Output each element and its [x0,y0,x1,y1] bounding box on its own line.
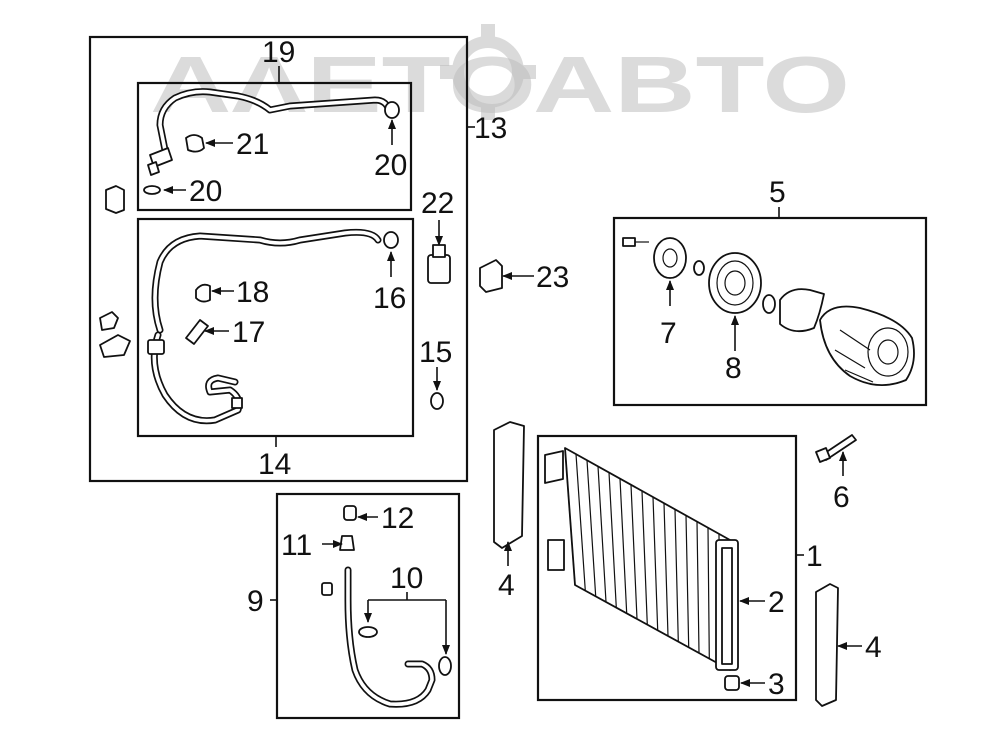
bolt-icon [815,434,857,463]
suction-hose-box [136,81,413,212]
callout-23: 23 [536,261,569,294]
callout-6: 6 [833,481,850,514]
watermark-text: ΑΛΕΤΟΑΒΤΟ [150,40,850,129]
callout-19: 19 [262,36,295,69]
liquid-hose-box [275,492,461,720]
callout-4-right: 4 [865,631,882,664]
callout-21: 21 [236,128,269,161]
callout-9: 9 [247,585,264,618]
pressure-sensor-icon [185,319,209,345]
watermark: ΑΛΕΤΟΑΒΤΟ [150,24,850,129]
o-ring-icon [358,626,378,638]
compressor-body-icon [819,305,915,386]
cap-icon [343,505,357,521]
callout-11: 11 [281,529,312,562]
callout-12: 12 [381,502,414,535]
clip-icon [479,259,503,293]
clutch-plate-icon [653,237,687,279]
callout-4-left: 4 [498,569,515,602]
o-ring-icon [384,101,400,119]
o-ring-icon [143,185,161,195]
plug-icon [724,675,740,691]
callout-18: 18 [236,276,269,309]
callout-10: 10 [390,562,423,595]
callout-16: 16 [373,282,406,315]
hose-assembly-box [88,35,469,483]
side-bracket-icon [493,421,525,549]
callouts: 19 13 21 20 20 22 23 16 18 17 15 14 5 7 … [189,36,882,701]
bracket-icon [99,334,131,358]
callout-8: 8 [725,352,742,385]
leader-lines [163,66,862,687]
valve-cap-icon [195,283,211,303]
callout-14: 14 [258,448,291,481]
callout-20-top: 20 [374,149,407,182]
bracket-icon [99,311,119,331]
suction-tube [143,88,400,195]
callout-2: 2 [768,586,785,619]
condenser-box [536,434,798,702]
callout-3: 3 [768,668,785,701]
condenser [544,447,739,671]
callout-5: 5 [769,176,786,209]
sensor-icon [427,244,451,284]
callout-22: 22 [421,187,454,220]
gear-icon [440,24,536,120]
bracket-icon [105,185,125,214]
callout-13: 13 [474,112,507,145]
discharge-hose-box [136,217,415,438]
callout-15: 15 [419,336,452,369]
coil-icon [779,288,825,333]
callout-1: 1 [806,540,823,573]
liquid-hose [321,505,452,708]
callout-17: 17 [232,316,265,349]
valve-core-icon [185,134,205,153]
compressor-assembly [622,237,915,386]
discharge-tube [147,228,399,425]
callout-20-left: 20 [189,175,222,208]
valve-icon [339,535,355,551]
side-bracket-icon [815,583,839,707]
o-ring-icon [438,656,452,676]
o-ring-icon [430,392,444,410]
compressor-box [612,216,928,407]
callout-7: 7 [660,317,677,350]
